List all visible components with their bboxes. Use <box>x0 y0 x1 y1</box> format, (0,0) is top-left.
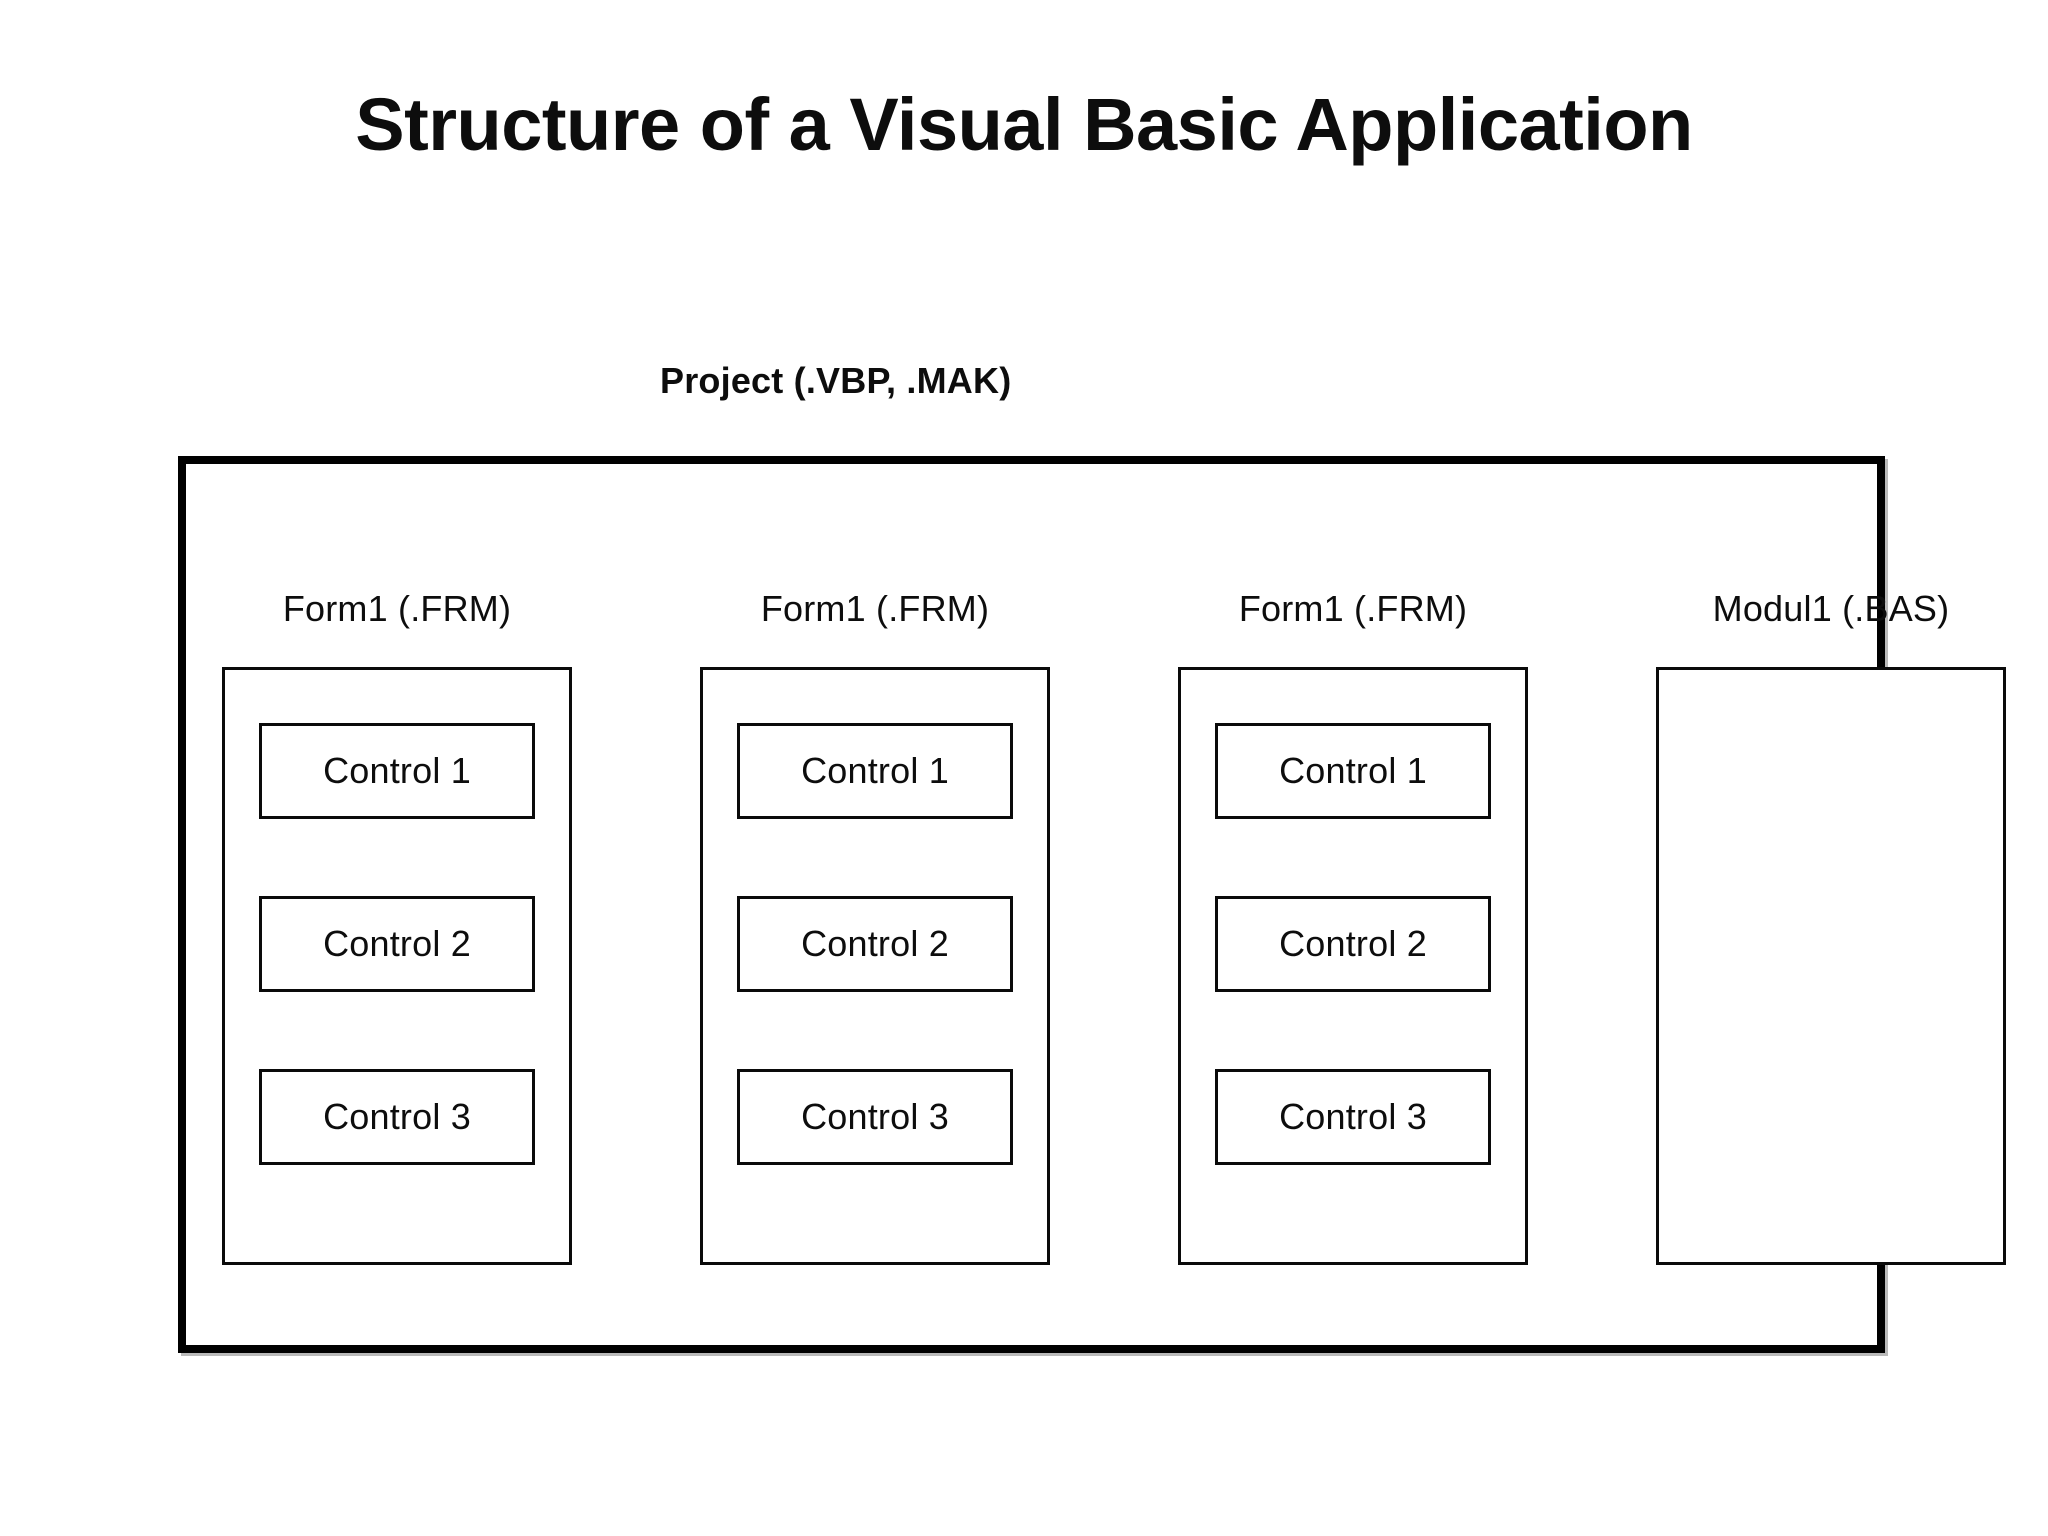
control-box: Control 1 <box>1215 723 1491 819</box>
control-label: Control 2 <box>801 923 949 964</box>
page-title: Structure of a Visual Basic Application <box>355 83 1693 166</box>
diagram-column-1: Form1 (.FRM) Control 1 Control 2 Control 3 <box>222 456 572 1265</box>
column-label: Form1 (.FRM) <box>1238 588 1468 629</box>
module-box <box>1656 667 2006 1265</box>
control-label: Control 1 <box>801 750 949 791</box>
column-label: Form1 (.FRM) <box>760 588 990 629</box>
control-box: Control 3 <box>1215 1069 1491 1165</box>
control-label: Control 3 <box>1279 1096 1427 1137</box>
column-label: Modul1 (.BAS) <box>1712 588 1950 629</box>
control-box: Control 2 <box>259 896 535 992</box>
control-box: Control 1 <box>259 723 535 819</box>
control-box: Control 2 <box>737 896 1013 992</box>
control-box: Control 3 <box>259 1069 535 1165</box>
control-label: Control 2 <box>1279 923 1427 964</box>
control-box: Control 1 <box>737 723 1013 819</box>
column-label: Form1 (.FRM) <box>282 588 512 629</box>
control-box: Control 3 <box>737 1069 1013 1165</box>
diagram-column-2: Form1 (.FRM) Control 1 Control 2 Control 3 <box>700 456 1050 1265</box>
control-label: Control 1 <box>1279 750 1427 791</box>
control-label: Control 3 <box>801 1096 949 1137</box>
diagram-column-3: Form1 (.FRM) Control 1 Control 2 Control 3 <box>1178 456 1528 1265</box>
diagram-column-4: Modul1 (.BAS) <box>1656 456 2006 1265</box>
form-box: Control 1 Control 2 Control 3 <box>700 667 1050 1265</box>
control-label: Control 1 <box>323 750 471 791</box>
control-label: Control 3 <box>323 1096 471 1137</box>
form-box: Control 1 Control 2 Control 3 <box>222 667 572 1265</box>
form-box: Control 1 Control 2 Control 3 <box>1178 667 1528 1265</box>
control-box: Control 2 <box>1215 896 1491 992</box>
project-caption-label: Project (.VBP, .MAK) <box>660 360 1012 401</box>
control-label: Control 2 <box>323 923 471 964</box>
